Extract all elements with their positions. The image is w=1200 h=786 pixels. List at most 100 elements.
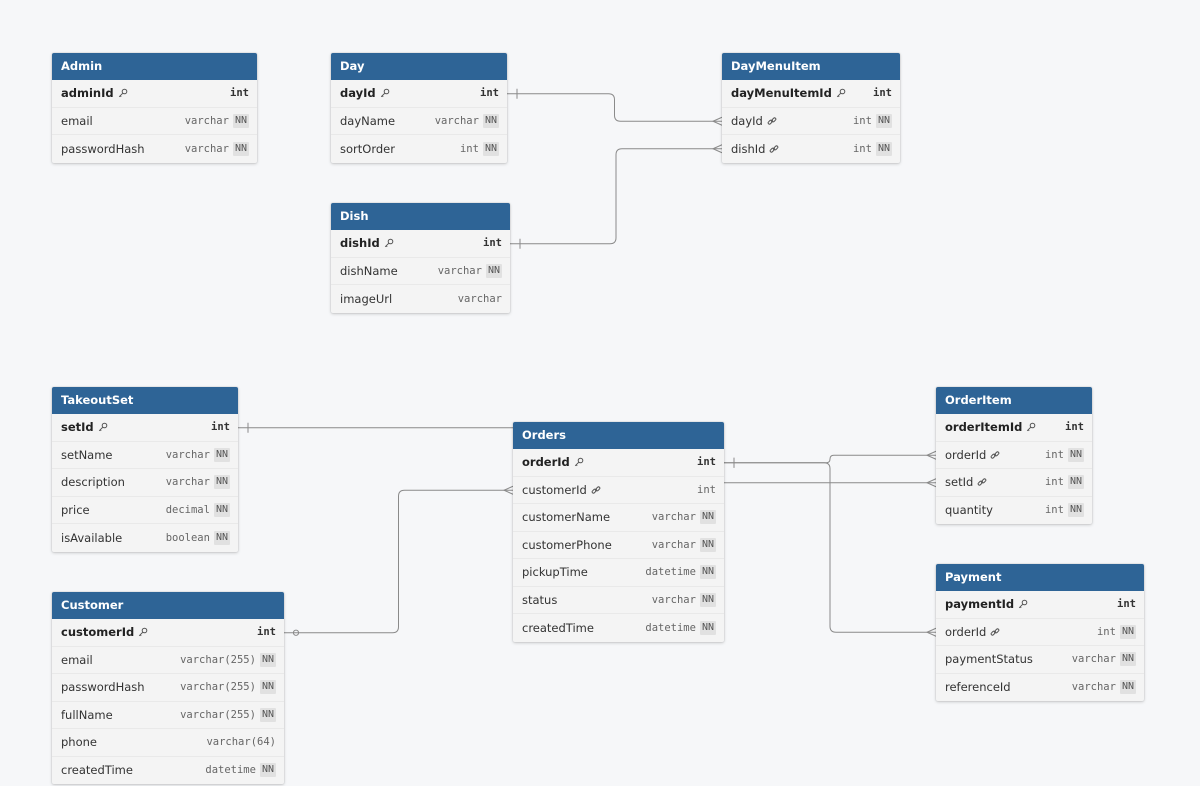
column-type: int [257,626,276,639]
column-type: boolean [165,531,210,544]
not-null-badge: NN [259,763,276,778]
table-header[interactable]: TakeoutSet [52,387,238,414]
column-type: varchar [165,448,210,461]
column-name: pickupTime [522,565,588,580]
not-null-badge: NN [259,707,276,722]
column-type: int [1117,598,1136,611]
table-header[interactable]: DayMenuItem [722,53,900,80]
column-type: int [873,87,892,100]
column-type: datetime [645,566,696,579]
column-name: referenceId [945,680,1011,695]
column-name: email [61,113,93,128]
column-name-cell: quantity [945,503,1037,517]
not-null-badge: NN [1067,447,1084,462]
column-name: price [61,502,90,517]
column-type: int [483,237,502,250]
table-header[interactable]: OrderItem [936,387,1092,414]
table-header[interactable]: Day [331,53,507,80]
column-name-cell: dayId [340,86,472,100]
column-name-cell: orderId [945,625,1089,639]
column-name-cell: isAvailable [61,531,158,545]
column-name: dayId [731,113,763,128]
table-header[interactable]: Customer [52,592,284,619]
column-name: quantity [945,503,993,518]
table-header[interactable]: Orders [513,422,724,449]
not-null-badge: NN [875,113,892,128]
many-marker [925,478,937,488]
table-header[interactable]: Admin [52,53,257,80]
table-header[interactable]: Payment [936,564,1144,591]
column-name-cell: pickupTime [522,565,637,579]
column-name: status [522,592,558,607]
column-name: customerName [522,510,611,525]
column-type: int [697,456,716,469]
key-icon [1018,599,1028,609]
column-name-cell: orderItemId [945,420,1057,434]
column-name-cell: phone [61,735,198,749]
table-header[interactable]: Dish [331,203,510,230]
column-name-cell: customerId [522,483,689,497]
column-name: setId [945,475,974,490]
column-name-cell: createdTime [522,621,637,635]
link-icon [990,627,1000,637]
key-icon [98,422,108,432]
column-name-cell: dayName [340,114,427,128]
column-type: int [1044,504,1064,517]
column-name: passwordHash [61,141,145,156]
not-null-badge: NN [482,113,499,128]
